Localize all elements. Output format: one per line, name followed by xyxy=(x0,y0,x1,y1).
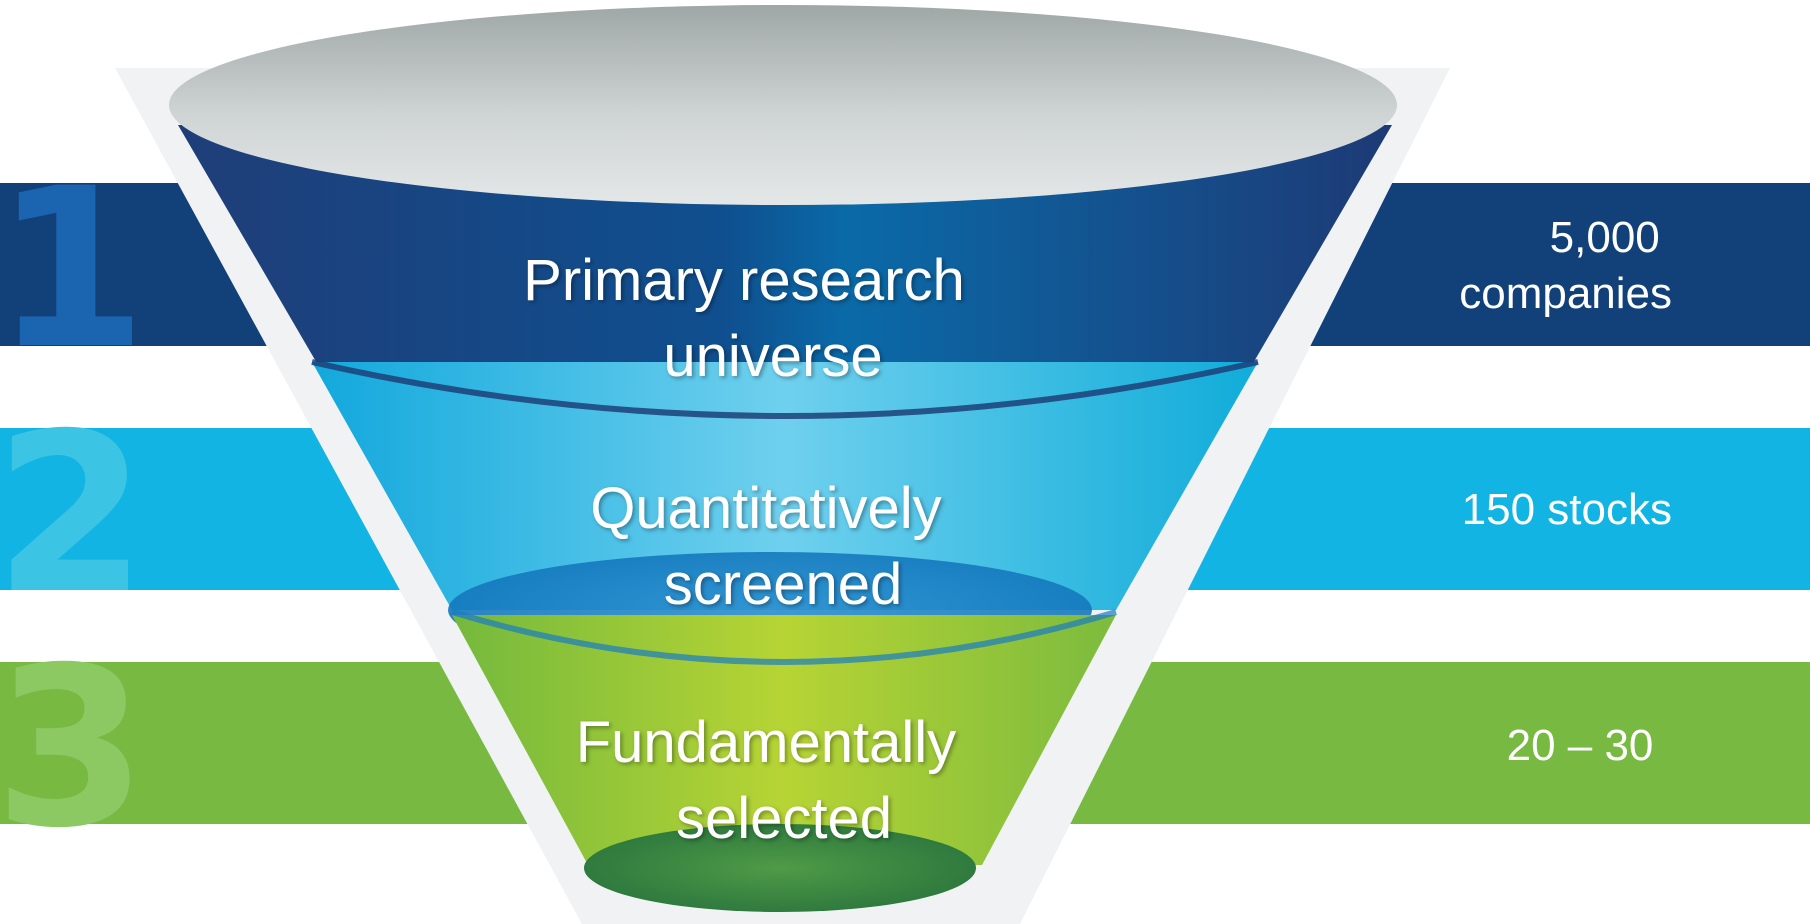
funnel-separator-2 xyxy=(451,609,1117,665)
step-number-1: 1 xyxy=(0,141,147,397)
funnel-rim xyxy=(169,5,1397,205)
count-label-1-line-1: 5,000 xyxy=(1550,213,1660,262)
step-number-2: 2 xyxy=(0,386,147,642)
funnel-segment-3 xyxy=(452,615,1116,865)
count-label-3-line-1: 20 – 30 xyxy=(1507,721,1654,770)
funnel-separator-1 xyxy=(311,359,1259,419)
step-number-3: 3 xyxy=(0,620,147,876)
stage-label-2-line-2: screened xyxy=(664,552,903,617)
stage-label-1-line-2: universe xyxy=(663,324,882,389)
count-label-2: 150 stocks xyxy=(1462,485,1672,534)
stage-label-2-line-1: Quantitatively xyxy=(590,476,941,541)
count-label-1-line-2: companies xyxy=(1459,269,1672,318)
count-label-1: 5,000 companies xyxy=(1459,213,1672,318)
stage-label-3: Fundamentally selected xyxy=(576,710,973,851)
stage-label-1: Primary research universe xyxy=(523,248,981,389)
stage-label-3-line-1: Fundamentally xyxy=(576,710,956,775)
count-label-2-line-1: 150 stocks xyxy=(1462,485,1672,534)
stage-label-2: Quantitatively screened xyxy=(590,476,958,617)
funnel-bottom xyxy=(584,824,976,912)
count-label-3: 20 – 30 xyxy=(1507,721,1654,770)
stage-label-3-line-2: selected xyxy=(676,786,892,851)
stage-label-1-line-1: Primary research xyxy=(523,248,965,313)
funnel-segment-2 xyxy=(312,362,1258,610)
